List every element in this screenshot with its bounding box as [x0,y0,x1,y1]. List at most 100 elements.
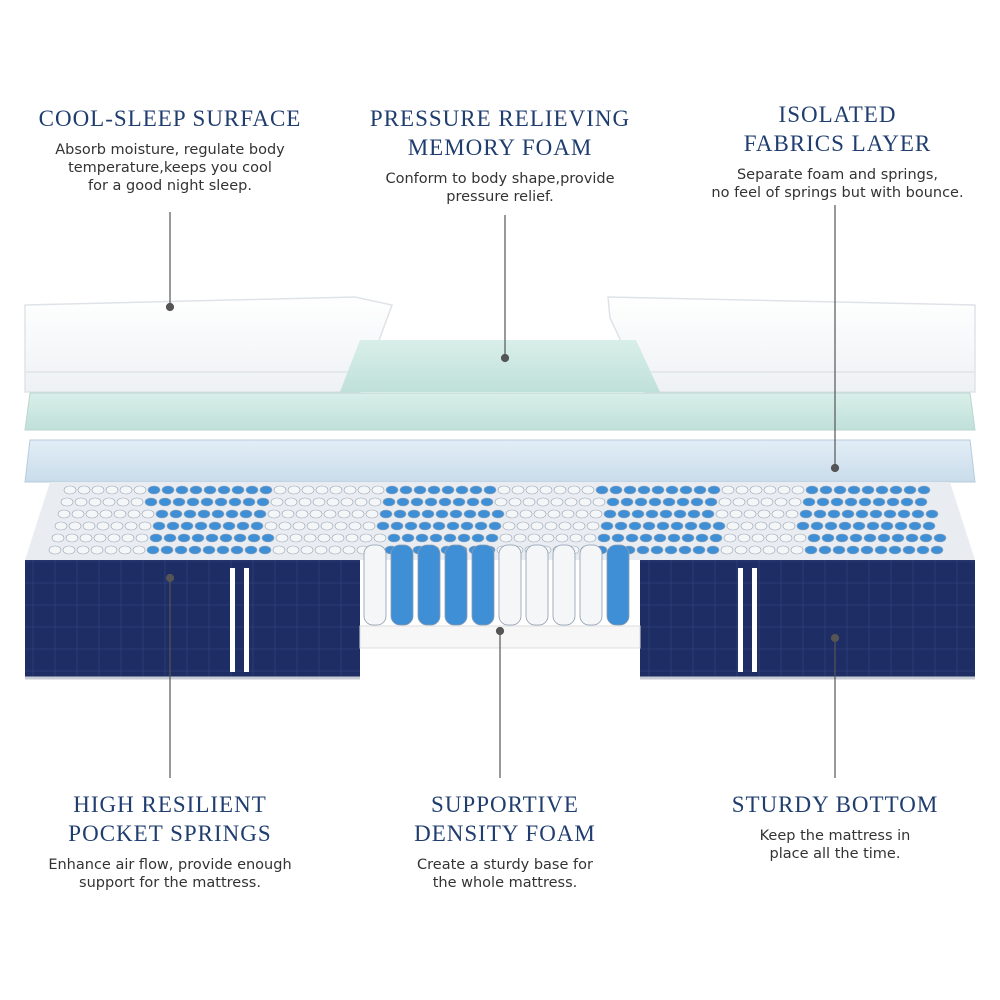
spring-cap [558,521,572,531]
spring-cap [471,533,485,543]
spring-cap [320,521,334,531]
spring-cap [785,509,799,519]
spring-cap [222,521,236,531]
spring-cap [174,545,188,555]
spring-cap [340,497,354,507]
spring-cap [813,509,827,519]
spring-cap [155,509,169,519]
spring-cap [85,509,99,519]
spring-cap [166,521,180,531]
spring-cap [818,545,832,555]
spring-cap [343,485,357,495]
spring-cap [804,545,818,555]
spring-cap [267,509,281,519]
spring-cap [645,509,659,519]
spring-cap [844,497,858,507]
spring-cap [175,485,189,495]
spring-cap [886,497,900,507]
spring-cap [79,533,93,543]
spring-cap [225,509,239,519]
spring-cap [567,485,581,495]
spring-cap [849,533,863,543]
spring-cap [522,497,536,507]
spring-cap [712,521,726,531]
callout-desc: Absorb moisture, regulate body temperatu… [55,142,285,194]
spring-cap [690,497,704,507]
spring-cap [387,533,401,543]
spring-cap [146,545,160,555]
spring-cap [216,545,230,555]
spring-cap [273,485,287,495]
spring-cap [149,533,163,543]
spring-cap [891,533,905,543]
spring-cap [329,485,343,495]
spring-cap [200,497,214,507]
spring-cap [827,509,841,519]
spring-cap [662,497,676,507]
spring-cap [477,509,491,519]
spring-cap [623,485,637,495]
callout-title: COOL-SLEEP SURFACE [38,106,302,131]
spring-cap [301,485,315,495]
spring-cap [483,485,497,495]
spring-cap [186,497,200,507]
pocket-spring [417,544,441,626]
spring-cap [82,521,96,531]
spring-cap [743,509,757,519]
spring-cap [723,533,737,543]
spring-cap [480,497,494,507]
spring-cap [581,485,595,495]
spring-cap [709,533,723,543]
spring-cap [452,497,466,507]
spring-cap [202,545,216,555]
spring-cap [424,497,438,507]
spring-cap [214,497,228,507]
spring-cap [802,497,816,507]
spring-cap [183,509,197,519]
spring-cap [144,497,158,507]
spring-cap [230,545,244,555]
pocket-spring [390,544,414,626]
spring-cap [816,497,830,507]
spring-cap [519,509,533,519]
spring-cap [903,485,917,495]
sturdy-bottom-border [25,560,975,680]
spring-cap [659,509,673,519]
spring-cap [113,509,127,519]
spring-cap [698,521,712,531]
memory-foam-layer [340,340,660,392]
spring-cap [60,497,74,507]
spring-cap [751,533,765,543]
spring-cap [309,509,323,519]
spring-cap [824,521,838,531]
spring-cap [930,545,944,555]
spring-cap [908,521,922,531]
spring-cap [704,497,718,507]
spring-cap [317,533,331,543]
spring-cap [141,509,155,519]
spring-cap [897,509,911,519]
spring-cap [533,509,547,519]
spring-cap [639,533,653,543]
spring-cap [631,509,645,519]
spring-cap [323,509,337,519]
spring-cap [407,509,421,519]
spring-cap [877,533,891,543]
spring-cap [65,533,79,543]
spring-cap [650,545,664,555]
spring-cap [57,509,71,519]
spring-cap [365,509,379,519]
spring-cap [889,485,903,495]
spring-cap [189,485,203,495]
spring-cap [555,533,569,543]
spring-cap [298,497,312,507]
spring-cap [474,521,488,531]
spring-cap [670,521,684,531]
spring-cap [678,545,692,555]
spring-cap [415,533,429,543]
spring-cap [888,545,902,555]
spring-cap [130,497,144,507]
spring-cap [763,485,777,495]
spring-cap [667,533,681,543]
spring-cap [91,485,105,495]
